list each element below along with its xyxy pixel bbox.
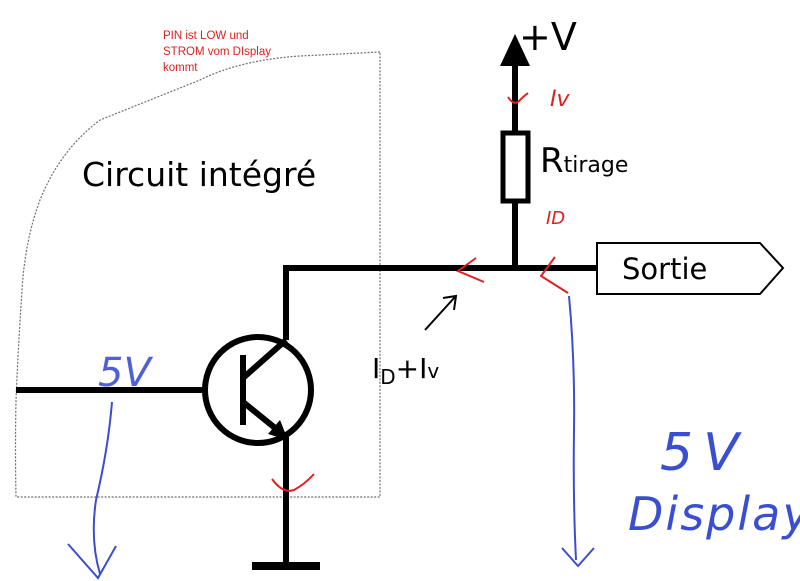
blue-arrow-output-head-icon (561, 547, 595, 568)
red-label-iv: Iv (550, 87, 570, 112)
blue-arrow-output (568, 295, 577, 561)
current-total-c: + (396, 352, 419, 385)
blue-base-voltage: 5V (98, 350, 153, 396)
current-total-e: v (427, 359, 439, 383)
black-arrow-shaft (424, 296, 456, 331)
transistor-body (202, 334, 314, 446)
transistor-emitter (241, 399, 282, 435)
emitter-arrow-icon (268, 420, 288, 440)
resistor-label-r: R (540, 141, 564, 181)
transistor-collector (241, 337, 288, 381)
note-line-3: kommt (163, 62, 198, 74)
black-arrow-head-icon (442, 294, 458, 311)
ic-label: Circuit intégré (82, 155, 316, 194)
red-arrow-left-1 (455, 257, 485, 283)
resistor-label: Rtirage (540, 141, 628, 181)
ic-outline (14, 51, 381, 498)
red-arrow-emitter (271, 473, 315, 492)
current-total-label: ID+Iv (372, 352, 439, 389)
output-label: Sortie (622, 252, 707, 286)
vplus-label: +V (519, 15, 577, 59)
blue-arrow-base-head-icon (67, 543, 117, 580)
current-total-b: D (380, 365, 395, 389)
red-label-id: ID (546, 208, 565, 229)
red-arrow-left-2 (539, 256, 569, 294)
current-total-d: I (419, 352, 427, 385)
output-tag (596, 242, 785, 295)
current-total-a: I (372, 352, 380, 385)
annotation-note: PIN ist LOW und STROM vom DIsplay kommt (163, 28, 313, 76)
note-line-1: PIN ist LOW und (163, 30, 249, 42)
vplus-arrow-icon (500, 34, 530, 66)
blue-display-voltage: 5V (660, 423, 749, 483)
blue-arrow-base (92, 401, 113, 575)
resistor-label-sub: tirage (564, 153, 629, 178)
note-line-2: STROM vom DIsplay (163, 46, 271, 58)
red-arrow-iv (507, 92, 529, 104)
resistor (500, 130, 531, 204)
blue-display-word: Display (628, 487, 800, 541)
